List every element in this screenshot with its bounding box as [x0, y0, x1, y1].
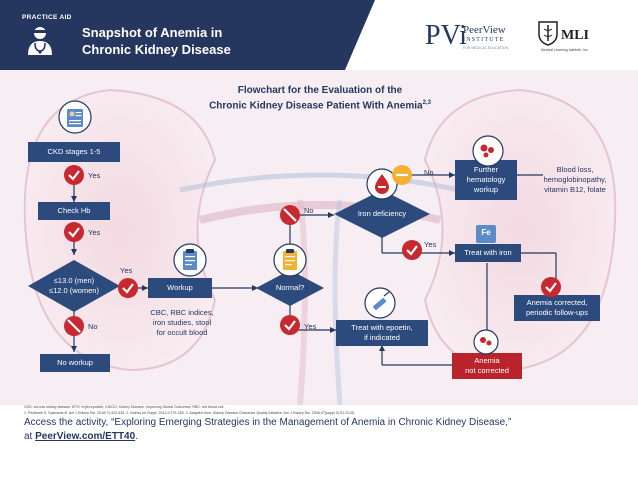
flowchart-title-line-1: Flowchart for the Evaluation of the [237, 85, 403, 96]
label-yes: Yes [120, 266, 133, 275]
workup-note-line-2: iron studies, stool [152, 318, 212, 327]
further-note-line-2: hemoglobinopathy, [543, 175, 607, 184]
iron-fe-icon [476, 225, 496, 243]
node-further-workup: Further hematology workup [455, 160, 517, 200]
label-yes: Yes [424, 240, 437, 249]
yes-check-icon [280, 315, 300, 335]
iron-fe-label: Fe [481, 228, 491, 237]
node-epoetin-line-1: Treat with epoetin, [351, 323, 413, 332]
workup-note-line-3: for occult blood [156, 328, 208, 337]
node-workup: Workup [148, 278, 212, 298]
workup-note: CBC, RBC indices, iron studies, stool fo… [140, 308, 224, 338]
node-iron-deficiency-label: Iron deficiency [357, 209, 407, 218]
node-not-corrected-line-1: Anemia [474, 356, 500, 365]
clipboard-icon [173, 243, 207, 277]
workup-note-line-1: CBC, RBC indices, [150, 308, 214, 317]
node-treat-iron-label: Treat with iron [464, 248, 512, 257]
node-normal-label: Normal? [275, 283, 305, 292]
further-note-line-1: Blood loss, [556, 165, 594, 174]
mli-shield-icon [538, 21, 558, 46]
mli-logo: MLI Medical Learning Institute, Inc. [537, 20, 617, 60]
node-threshold-men: ≤13.0 (men) [53, 276, 95, 285]
node-workup-label: Workup [167, 283, 193, 292]
node-further-line-2: hematology [466, 175, 506, 184]
yes-check-icon [402, 240, 422, 260]
node-corrected-line-1: Anemia corrected, [526, 298, 588, 307]
label-no: No [88, 322, 98, 331]
cta-prefix: at [24, 431, 36, 442]
blood-cells-icon [472, 135, 504, 167]
node-not-corrected-line-2: not corrected [465, 366, 509, 375]
no-block-icon [392, 165, 412, 185]
blood-cells-warning-icon [473, 329, 499, 355]
node-anemia-corrected: Anemia corrected, periodic follow-ups [514, 295, 600, 321]
node-anemia-not-corrected: Anemia not corrected [452, 353, 522, 379]
node-ckd-stages: CKD stages 1-5 [28, 142, 120, 162]
footnotes: CKD: chronic kidney disease; EPO: erythr… [24, 404, 624, 416]
flowchart-title: Flowchart for the Evaluation of the Chro… [150, 84, 490, 112]
node-ckd-label: CKD stages 1-5 [47, 147, 101, 156]
doctor-icon [28, 27, 52, 55]
yes-check-icon [118, 278, 138, 298]
further-note-line-3: vitamin B12, folate [544, 185, 606, 194]
further-workup-note: Blood loss, hemoglobinopathy, vitamin B1… [530, 165, 620, 195]
node-further-line-3: workup [473, 185, 499, 194]
header-banner [0, 0, 375, 70]
node-check-hb: Check Hb [38, 202, 110, 220]
flowchart-title-line-2: Chronic Kidney Disease Patient With Anem… [209, 100, 423, 112]
label-no: No [304, 206, 314, 215]
peerview-tagline: FOR MEDICAL EDUCATION [463, 46, 509, 50]
yes-check-icon [64, 222, 84, 242]
title-line-2: Chronic Kidney Disease [82, 42, 231, 57]
patient-chart-icon [58, 100, 92, 134]
node-check-hb-label: Check Hb [57, 206, 91, 215]
node-no-workup: No workup [40, 354, 110, 372]
flowchart-title-refs: 2,3 [422, 100, 431, 106]
node-treat-iron: Treat with iron [455, 244, 521, 262]
cta-suffix: . [135, 431, 138, 442]
test-report-icon [273, 243, 307, 277]
no-block-icon [64, 316, 84, 336]
node-threshold-women: ≤12.0 (women) [49, 286, 99, 295]
node-epoetin-line-2: if indicated [364, 333, 400, 342]
practice-aid-label: PRACTICE AID [22, 14, 72, 21]
node-treat-epoetin: Treat with epoetin, if indicated [336, 320, 428, 346]
label-yes: Yes [88, 228, 101, 237]
header: PRACTICE AID Snapshot of Anemia in Chron… [0, 0, 638, 70]
footnote-abbreviations: CKD: chronic kidney disease; EPO: erythr… [24, 405, 225, 409]
syringe-icon [364, 287, 396, 319]
mli-tagline: Medical Learning Institute, Inc. [541, 48, 589, 52]
node-no-workup-label: No workup [57, 358, 93, 367]
page-title: Snapshot of Anemia in Chronic Kidney Dis… [82, 24, 231, 58]
cta-text: Access the activity, “Exploring Emerging… [24, 417, 512, 428]
label-no: No [424, 168, 434, 177]
peerview-logo: PVi PeerView INSTITUTE FOR MEDICAL EDUCA… [425, 18, 515, 58]
activity-link[interactable]: PeerView.com/ETT40 [35, 431, 136, 442]
yes-check-icon [64, 165, 84, 185]
peerview-name: PeerView [463, 24, 506, 36]
title-line-1: Snapshot of Anemia in [82, 25, 223, 40]
label-yes: Yes [88, 171, 101, 180]
node-further-line-1: Further [473, 165, 499, 174]
blood-drop-icon [366, 168, 398, 200]
call-to-action: Access the activity, “Exploring Emerging… [24, 416, 624, 444]
peerview-institute: INSTITUTE [463, 37, 505, 43]
mli-name: MLI [561, 28, 589, 43]
label-yes: Yes [304, 322, 317, 331]
node-corrected-line-2: periodic follow-ups [525, 308, 589, 317]
corrected-check-icon [541, 277, 561, 297]
no-block-icon [280, 205, 300, 225]
peerview-mark: PVi [425, 20, 467, 51]
footnote-references: 1. Fishbane S, Spinowitz B. Am J Kidney … [24, 411, 355, 415]
